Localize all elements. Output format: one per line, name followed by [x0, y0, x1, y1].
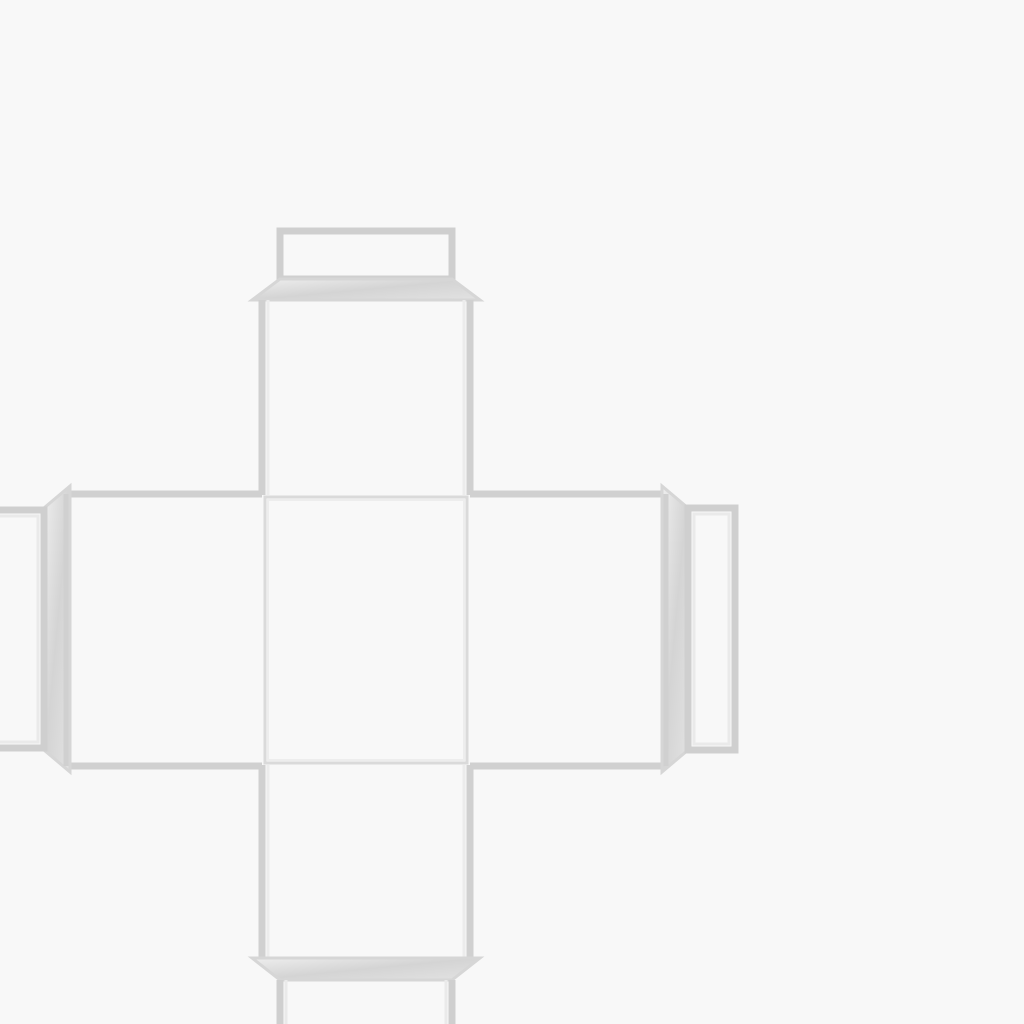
bottom-arm: [247, 765, 485, 1024]
top-arm: [247, 227, 485, 495]
top-cap-tab: [276, 227, 456, 283]
right-face: [470, 490, 662, 770]
top-flap: [247, 277, 485, 302]
right-arm: [470, 482, 739, 776]
left-face: [70, 490, 262, 770]
left-cap-tab: [0, 506, 48, 752]
bottom-flap: [247, 956, 485, 982]
bottom-cap-tab: [276, 980, 456, 1024]
left-arm: [0, 482, 262, 776]
bottom-face: [258, 765, 474, 960]
top-face: [258, 300, 474, 495]
right-cap-tab: [684, 504, 739, 754]
center-face: [263, 495, 469, 765]
